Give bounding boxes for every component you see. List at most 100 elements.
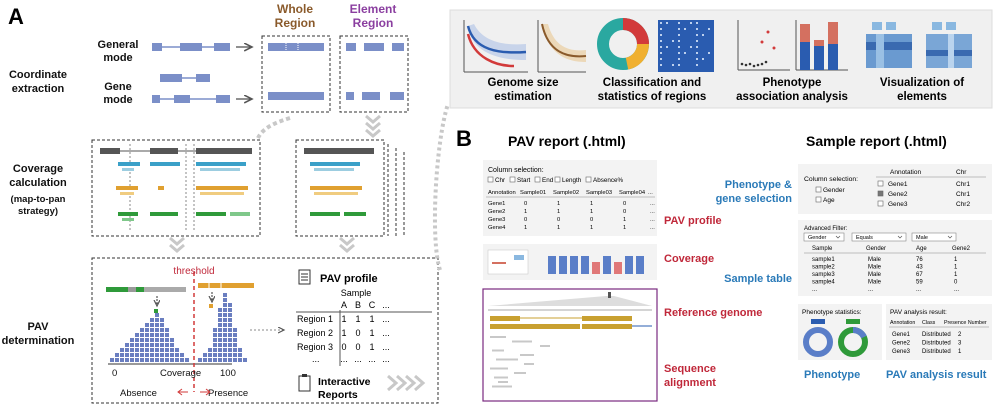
region-cell: 0 (355, 342, 360, 352)
hist-cell (213, 353, 217, 357)
hist-cell (233, 343, 237, 347)
read (492, 349, 504, 352)
hist-cell (145, 348, 149, 352)
hist-cell (223, 353, 227, 357)
feature-label: estimation (494, 91, 552, 103)
hist-cell (155, 333, 159, 337)
hist-cell (238, 358, 242, 362)
sample-table-box: Advanced Filter: Gender Equals Male Samp… (798, 220, 992, 296)
interactive-reports-2: Reports (318, 389, 358, 401)
pav-analysis-cell: Distributed (922, 349, 951, 355)
feature-label: Classification and (603, 77, 701, 89)
hist-cell (170, 343, 174, 347)
hist-cell (223, 313, 227, 317)
hist-cell (165, 343, 169, 347)
region-row-name: ... (312, 354, 320, 364)
pav-profile-doc-icon (298, 269, 311, 285)
grid-dot (660, 40, 662, 42)
grid-dot (708, 28, 710, 30)
general-mode-gene (152, 43, 230, 51)
sample-table-cell: 1 (954, 257, 958, 263)
whole-region-1: Whole (277, 2, 313, 16)
read (490, 367, 508, 370)
pav-label-1: PAV (28, 321, 50, 333)
pav-table-cell: 1 (590, 201, 593, 207)
gene-mode-genes (152, 74, 230, 103)
hist-cell (175, 348, 179, 352)
hist-cell (155, 343, 159, 347)
hist-cell (223, 293, 227, 297)
hist-cell (115, 353, 119, 357)
label-pav-profile: PAV profile (664, 215, 722, 227)
column-selection-label: Column selection: (488, 167, 544, 174)
coverage-histogram (106, 272, 254, 392)
hist-cell (130, 343, 134, 347)
region-row-name: Region 2 (297, 328, 333, 338)
sample-table-header: Sample (812, 246, 833, 252)
hist-cell (145, 343, 149, 347)
sample-table-cell: 67 (916, 272, 923, 278)
pav-analysis-cell: 2 (958, 332, 962, 338)
region-cell: ... (382, 314, 390, 324)
pav-table-header: Annotation (488, 190, 516, 196)
coverage-bar (548, 256, 556, 274)
hist-cell (213, 333, 217, 337)
coverage-label-4: strategy) (18, 206, 58, 217)
hist-cell (223, 303, 227, 307)
checkbox-label: Length (562, 177, 582, 184)
grid-dot (678, 34, 680, 36)
sample-table-cell: sample2 (812, 265, 835, 271)
sample-table-cell: Male (868, 280, 882, 286)
read (514, 372, 526, 374)
hist-cell (130, 358, 134, 362)
threshold-label: threshold (173, 266, 214, 277)
grid-dot (666, 46, 668, 48)
checkbox-label: Absence% (593, 177, 624, 184)
anno-cell: Chr1 (956, 181, 970, 188)
grid-dot (684, 28, 686, 30)
pav-table-cell: 1 (590, 209, 593, 215)
hist-cell (165, 338, 169, 342)
hist-cell (135, 348, 139, 352)
feature-label: statistics of regions (598, 91, 707, 103)
grid-dot (660, 22, 662, 24)
general-mode-1: General (98, 39, 139, 51)
hist-cell (110, 358, 114, 362)
grid-dot (660, 58, 662, 60)
pav-table-header: Sample04 (619, 190, 646, 196)
grid-dot (696, 28, 698, 30)
pav-table-cell: 0 (557, 217, 560, 223)
hist-cell (209, 304, 213, 308)
hist-cell (228, 333, 232, 337)
hist-cell (223, 298, 227, 302)
hist-cell (203, 353, 207, 357)
hist-cell (145, 358, 149, 362)
hist-cell (218, 308, 222, 312)
feature-label: Genome size (488, 77, 559, 89)
hist-cell (228, 303, 232, 307)
grid-dot (696, 40, 698, 42)
sample-table-header: Age (916, 246, 927, 252)
chevron-right-icon (387, 374, 426, 392)
region-cell: 1 (369, 314, 374, 324)
hist-cell (145, 323, 149, 327)
hist-cell (135, 353, 139, 357)
absence-presence-arrows (177, 388, 211, 396)
element-region-1: Element (350, 2, 397, 16)
sample-table-cell: sample3 (812, 272, 835, 278)
sample-table-cell: sample1 (812, 257, 835, 263)
anno-header: Annotation (890, 169, 921, 176)
pav-report-table: Column selection: Chr Start End Length A… (483, 160, 657, 236)
region-cell: ... (340, 354, 348, 364)
hist-cell (223, 308, 227, 312)
hist-cell (165, 353, 169, 357)
grid-dot (678, 64, 680, 66)
hist-cell (150, 333, 154, 337)
region-cell: ... (354, 354, 362, 364)
label-sequence-alignment-2: alignment (664, 377, 716, 389)
hist-cell (228, 343, 232, 347)
sample-table-cell: 1 (954, 272, 958, 278)
grid-dot (660, 64, 662, 66)
sample-check-label: Age (823, 197, 835, 204)
hist-cell (243, 358, 247, 362)
